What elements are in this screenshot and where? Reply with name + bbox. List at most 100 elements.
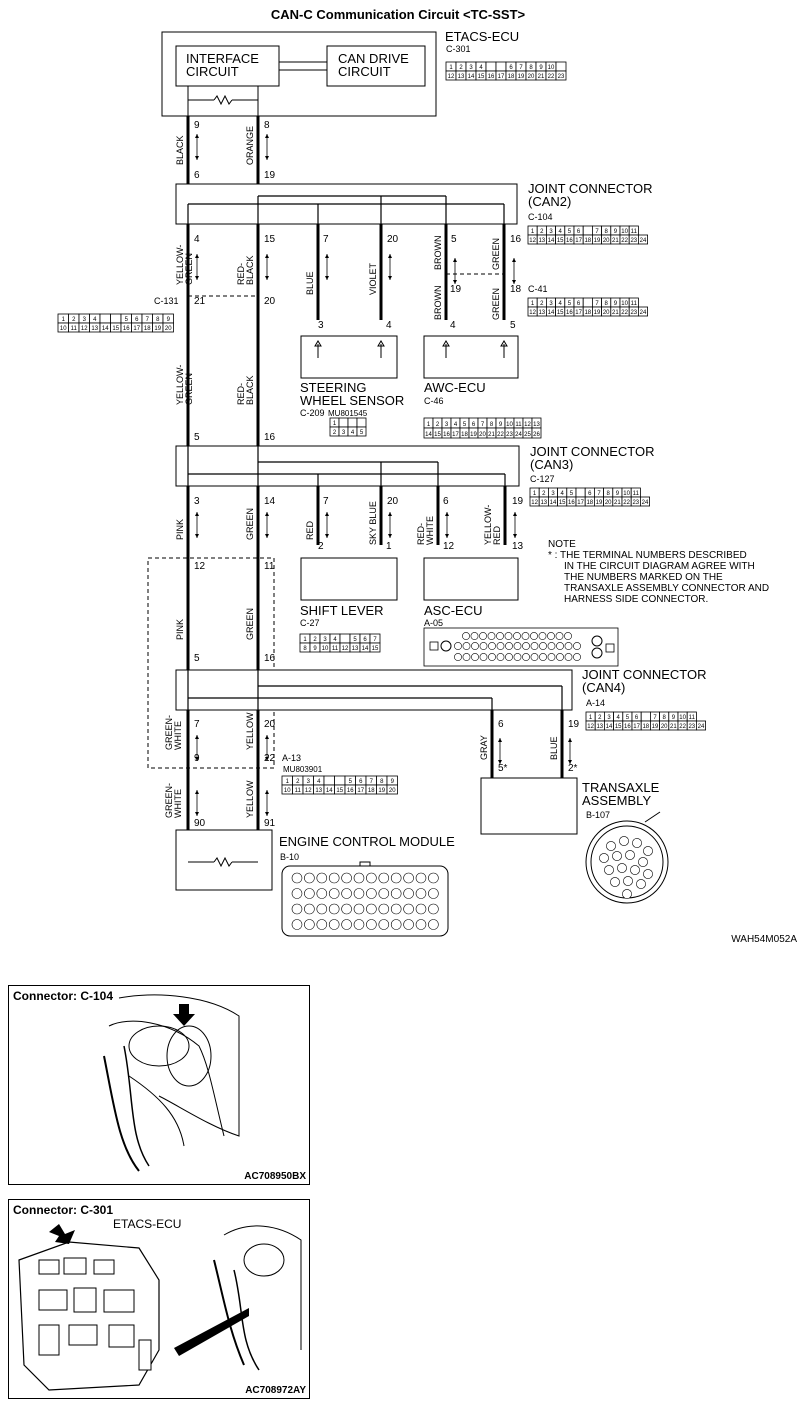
- wire-label-pink-2: PINK: [175, 619, 185, 640]
- svg-text:3: 3: [549, 301, 553, 307]
- svg-text:5: 5: [568, 229, 572, 235]
- transaxle-assembly-box: [480, 777, 578, 835]
- jc4-label: JOINT CONNECTOR: [582, 667, 706, 682]
- svg-text:IN THE CIRCUIT DIAGRAM AGREE W: IN THE CIRCUIT DIAGRAM AGREE WITH: [564, 561, 755, 572]
- svg-text:7: 7: [323, 496, 329, 507]
- svg-text:5: 5: [353, 637, 357, 643]
- connector-b107-face: [585, 811, 669, 904]
- svg-text:23: 23: [558, 74, 565, 80]
- svg-text:16: 16: [264, 432, 276, 443]
- svg-text:13: 13: [538, 310, 545, 316]
- svg-text:15: 15: [434, 432, 441, 438]
- svg-text:7: 7: [595, 301, 599, 307]
- svg-text:* : THE TERMINAL NUMBERS DESCR: * : THE TERMINAL NUMBERS DESCRIBED: [548, 550, 747, 561]
- svg-text:8: 8: [490, 422, 494, 428]
- wire-label-black: BLACK: [175, 135, 185, 165]
- svg-text:2: 2: [459, 65, 463, 71]
- svg-text:8: 8: [156, 317, 160, 323]
- photo-title: Connector: C-104: [13, 989, 114, 1003]
- wire-label-red-white: RED-: [416, 523, 426, 545]
- svg-text:4: 4: [561, 491, 565, 497]
- svg-text:20: 20: [387, 234, 399, 245]
- svg-text:6: 6: [588, 491, 592, 497]
- svg-text:12: 12: [587, 724, 594, 730]
- wire-label-red-black-3: RED-: [236, 383, 246, 405]
- svg-text:7: 7: [595, 229, 599, 235]
- svg-text:14: 14: [606, 724, 613, 730]
- svg-text:12: 12: [194, 561, 206, 572]
- photo-subtitle: ETACS-ECU: [113, 1217, 182, 1231]
- wire-label-brown: BROWN: [433, 236, 443, 271]
- svg-text:4: 4: [93, 317, 97, 323]
- svg-text:8: 8: [663, 715, 667, 721]
- svg-text:22: 22: [497, 432, 504, 438]
- wire-label-yellow-red: YELLOW-: [483, 505, 493, 545]
- photo-panel-c104: Connector: C-104 AC708950BX: [8, 985, 310, 1185]
- svg-text:15: 15: [372, 646, 379, 652]
- svg-text:3: 3: [83, 317, 87, 323]
- steering-label-2: WHEEL SENSOR: [300, 393, 404, 408]
- svg-text:8: 8: [607, 491, 611, 497]
- wire-label-yellow-red-2: RED: [492, 525, 502, 545]
- svg-text:15: 15: [112, 326, 119, 332]
- svg-text:13: 13: [538, 238, 545, 244]
- svg-text:3: 3: [342, 430, 346, 436]
- svg-text:6: 6: [363, 637, 367, 643]
- svg-text:9: 9: [539, 65, 543, 71]
- svg-text:7: 7: [597, 491, 601, 497]
- svg-text:15: 15: [336, 788, 343, 794]
- svg-text:14: 14: [468, 74, 475, 80]
- svg-text:8: 8: [529, 65, 533, 71]
- svg-text:5: 5: [568, 301, 572, 307]
- svg-text:20: 20: [528, 74, 535, 80]
- svg-text:THE NUMBERS MARKED ON THE: THE NUMBERS MARKED ON THE: [564, 572, 723, 583]
- awc-ecu-label: AWC-ECU: [424, 380, 486, 395]
- svg-text:20: 20: [479, 432, 486, 438]
- svg-text:1: 1: [333, 421, 337, 427]
- steering-part-label: MU801545: [328, 409, 368, 418]
- terminal-note: NOTE * : THE TERMINAL NUMBERS DESCRIBED …: [548, 539, 769, 605]
- wire-label-yellow-green-2: GREEN: [184, 253, 194, 285]
- svg-text:9: 9: [614, 301, 618, 307]
- svg-text:3: 3: [318, 320, 324, 331]
- can-drive-circuit-box: [326, 45, 426, 87]
- svg-text:5: 5: [451, 234, 457, 245]
- svg-text:5: 5: [125, 317, 129, 323]
- svg-text:1: 1: [303, 637, 307, 643]
- jc2-conn-label: C-104: [528, 212, 553, 222]
- svg-text:20: 20: [264, 719, 276, 730]
- svg-text:19: 19: [518, 74, 525, 80]
- svg-text:13: 13: [596, 724, 603, 730]
- svg-text:15: 15: [264, 234, 276, 245]
- svg-text:1: 1: [531, 301, 535, 307]
- wire-label-green-2: GREEN: [491, 288, 501, 320]
- svg-text:1: 1: [286, 779, 290, 785]
- svg-text:12: 12: [529, 238, 536, 244]
- wire-label-green-4: GREEN: [245, 608, 255, 640]
- wire-label-pink: PINK: [175, 519, 185, 540]
- svg-text:16: 16: [264, 653, 276, 664]
- svg-text:16: 16: [566, 310, 573, 316]
- svg-text:9: 9: [614, 229, 618, 235]
- a13-part-label: MU803901: [283, 765, 323, 774]
- svg-text:14: 14: [264, 496, 276, 507]
- interface-circuit-label-2: CIRCUIT: [186, 64, 239, 79]
- svg-text:24: 24: [640, 310, 647, 316]
- interface-circuit-box: [175, 45, 280, 87]
- svg-text:2: 2: [540, 229, 544, 235]
- svg-text:1: 1: [427, 422, 431, 428]
- svg-text:6: 6: [472, 422, 476, 428]
- photo-title: Connector: C-301: [13, 1203, 114, 1217]
- shift-conn-label: C-27: [300, 618, 320, 628]
- ecm-label: ENGINE CONTROL MODULE: [279, 834, 455, 849]
- svg-text:4: 4: [450, 320, 456, 331]
- svg-text:11: 11: [264, 561, 275, 572]
- svg-text:17: 17: [133, 326, 140, 332]
- svg-text:7: 7: [373, 637, 377, 643]
- shift-lever-label: SHIFT LEVER: [300, 603, 384, 618]
- svg-text:19: 19: [596, 500, 603, 506]
- svg-text:1: 1: [589, 715, 593, 721]
